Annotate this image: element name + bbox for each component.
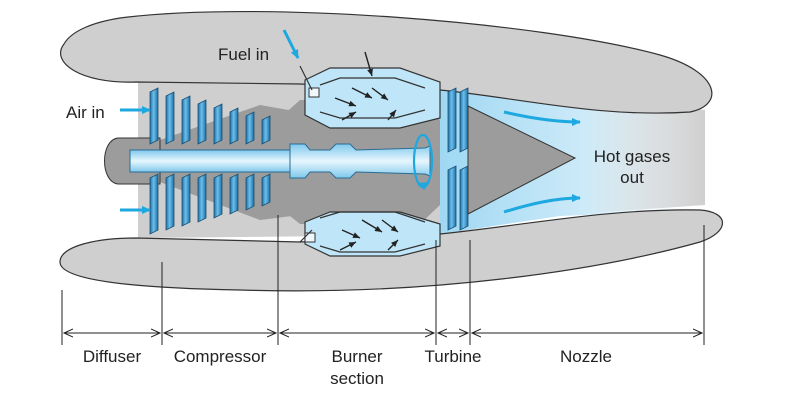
compressor-blades	[149, 87, 271, 235]
turbine-blade-lower	[459, 165, 469, 231]
compressor-blade-upper	[197, 99, 207, 145]
compressor-blade-lower	[213, 173, 223, 219]
section-burner-label: Burner	[331, 347, 382, 366]
compressor-blade-upper	[181, 95, 191, 145]
hot-gases-out-label: out	[620, 168, 644, 187]
section-compressor-label: Compressor	[174, 347, 267, 366]
rotation-arrow-icon	[412, 133, 434, 190]
upper-nacelle	[60, 10, 713, 114]
combustion-chamber-lower	[299, 211, 441, 257]
section-diffuser-label: Diffuser	[83, 347, 142, 366]
air-in-label: Air in	[66, 103, 105, 122]
main-shaft	[129, 143, 431, 179]
compressor-blade-upper	[165, 91, 175, 145]
fuel-in-arrow	[282, 29, 300, 59]
compressor-blade-lower	[149, 173, 159, 235]
turbine-blade-upper	[459, 87, 469, 153]
compressor-blade-upper	[149, 87, 159, 145]
compressor-blade-upper	[261, 115, 271, 145]
compressor-blade-lower	[181, 173, 191, 227]
compressor-blade-upper	[229, 107, 239, 145]
compressor-blade-lower	[261, 173, 271, 207]
section-nozzle-label: Nozzle	[560, 347, 612, 366]
compressor-blade-upper	[213, 103, 223, 145]
section-burner-sub-label: section	[330, 369, 384, 388]
combustion-chamber-upper	[304, 67, 441, 129]
hot-gases-label: Hot gases	[594, 147, 671, 166]
turbine-blade-lower	[447, 165, 457, 231]
exhaust-upper-arrow	[503, 110, 581, 126]
exhaust-lower-arrow	[503, 194, 581, 214]
fuel-line	[299, 65, 313, 91]
exhaust-cone	[467, 105, 577, 215]
burner-flow-arrows	[334, 51, 399, 251]
compressor-blade-lower	[197, 173, 207, 223]
compressor-blade-lower	[245, 173, 255, 211]
turbine-blade-upper	[447, 87, 457, 153]
compressor-blade-upper	[245, 111, 255, 145]
section-turbine-label: Turbine	[424, 347, 481, 366]
fuel-in-label: Fuel in	[218, 45, 269, 64]
compressor-blade-lower	[165, 173, 175, 231]
section-divider-lines	[61, 215, 705, 345]
turbine-blades	[447, 87, 469, 231]
compressor-blade-lower	[229, 173, 239, 215]
